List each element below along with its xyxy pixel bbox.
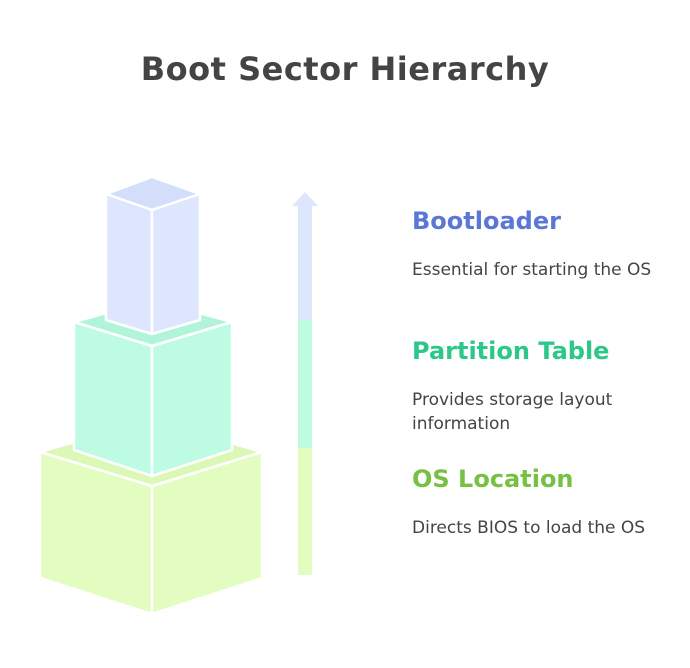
level-partition-table-title: Partition Table [412,337,610,365]
diagram-title: Boot Sector Hierarchy [140,50,550,88]
level-bootloader-title: Bootloader [412,207,561,235]
level-partition-table: Partition Table Provides storage layout … [412,336,672,436]
level-partition-table-description: Provides storage layout information [412,390,613,434]
arrow-segment-bootloader [298,205,312,320]
level-bootloader-description: Essential for starting the OS [412,260,652,280]
block-bootloader [104,175,202,336]
arrow-segment-partition-table [298,320,312,448]
level-os-location: OS Location Directs BIOS to load the OS [412,464,672,540]
arrow-head [292,192,318,206]
level-os-location-title: OS Location [412,465,574,493]
hierarchy-arrow [292,192,318,575]
level-bootloader: Bootloader Essential for starting the OS [412,206,672,282]
arrow-segment-os-location [298,448,312,575]
level-os-location-description: Directs BIOS to load the OS [412,518,646,538]
